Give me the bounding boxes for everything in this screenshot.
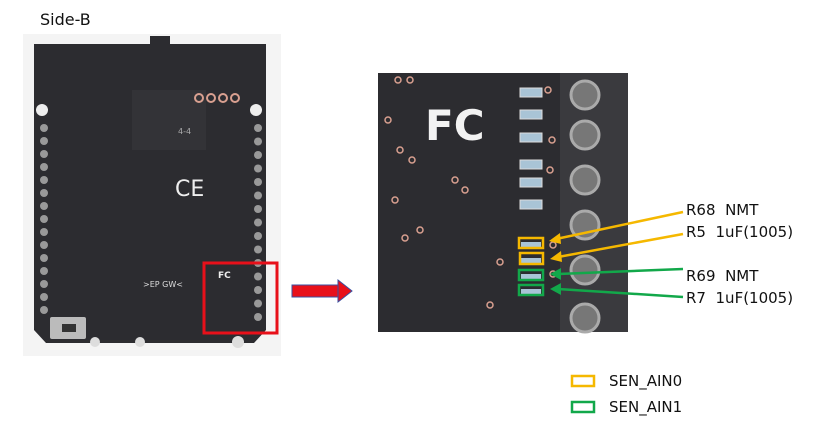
header-pin bbox=[254, 313, 262, 321]
header-pin bbox=[254, 286, 262, 294]
header-pin bbox=[569, 164, 601, 196]
smd-component bbox=[519, 87, 543, 98]
header-pin bbox=[254, 245, 262, 254]
header-pin bbox=[40, 267, 48, 275]
header-pin bbox=[40, 150, 48, 158]
header-pin bbox=[40, 163, 48, 171]
header-pin bbox=[40, 189, 48, 197]
header-pin bbox=[40, 215, 48, 223]
zoomed-photo: FC bbox=[378, 73, 628, 334]
header-pin bbox=[254, 272, 262, 281]
smd-component bbox=[519, 177, 543, 188]
smd-component bbox=[519, 109, 543, 120]
side-title: Side-B bbox=[40, 10, 91, 29]
header-pin bbox=[40, 176, 48, 184]
header-pin bbox=[40, 228, 48, 236]
pad bbox=[218, 93, 228, 103]
header-pin bbox=[254, 164, 262, 173]
via bbox=[384, 116, 392, 124]
via bbox=[486, 301, 494, 309]
logo-marking: >EP GW< bbox=[143, 280, 183, 289]
header-pin bbox=[40, 202, 48, 210]
board-photo: 4-4 CE >EP GW< FC bbox=[23, 34, 281, 356]
smd-component bbox=[519, 159, 543, 170]
header-pin bbox=[569, 119, 601, 151]
callout-r68: R68 NMT bbox=[686, 201, 759, 219]
pad bbox=[230, 93, 240, 103]
via bbox=[546, 166, 554, 174]
header-pin bbox=[254, 137, 262, 146]
pad bbox=[194, 93, 204, 103]
via bbox=[451, 176, 459, 184]
rev-marking: 4-4 bbox=[178, 127, 191, 136]
smd-component bbox=[521, 274, 541, 281]
via bbox=[391, 196, 399, 204]
header-pin bbox=[40, 137, 48, 145]
callout-r69: R69 NMT bbox=[686, 267, 759, 285]
pad bbox=[206, 93, 216, 103]
legend-swatch-ain0 bbox=[570, 374, 596, 388]
header-pin bbox=[254, 218, 262, 227]
fcc-mark: FC bbox=[218, 271, 231, 281]
legend-label-ain1: SEN_AIN1 bbox=[609, 398, 683, 416]
header-pin bbox=[569, 79, 601, 111]
arrow-right-icon bbox=[291, 278, 353, 304]
header-pin bbox=[40, 241, 48, 249]
via bbox=[544, 86, 552, 94]
callout-r5: R5 1uF(1005) bbox=[686, 223, 794, 241]
legend-swatch-ain1 bbox=[570, 400, 596, 414]
header-pin bbox=[40, 280, 48, 288]
via bbox=[408, 156, 416, 164]
via bbox=[548, 136, 556, 144]
via bbox=[394, 76, 402, 84]
header-pin bbox=[40, 306, 48, 314]
via bbox=[496, 258, 504, 266]
header-pin bbox=[40, 254, 48, 262]
via bbox=[401, 234, 409, 242]
callout-r7: R7 1uF(1005) bbox=[686, 289, 794, 307]
header-pin bbox=[40, 293, 48, 301]
header-pin bbox=[40, 124, 48, 132]
header-pin bbox=[254, 151, 262, 159]
header-pin bbox=[254, 124, 262, 132]
smd-component bbox=[519, 199, 543, 210]
header-pin bbox=[254, 299, 262, 308]
via bbox=[406, 76, 414, 84]
header-pin bbox=[254, 178, 262, 186]
smd-component bbox=[521, 258, 541, 265]
smd-component bbox=[521, 242, 541, 249]
header-pin bbox=[254, 232, 262, 240]
legend-label-ain0: SEN_AIN0 bbox=[609, 372, 683, 390]
fcc-mark-zoomed: FC bbox=[425, 101, 485, 150]
ce-mark: CE bbox=[175, 177, 204, 202]
header-pin bbox=[254, 191, 262, 200]
smd-component bbox=[519, 132, 543, 143]
header-pin bbox=[569, 254, 601, 286]
via bbox=[416, 226, 424, 234]
via bbox=[396, 146, 404, 154]
via bbox=[461, 186, 469, 194]
smd-component bbox=[521, 289, 541, 296]
header-pin bbox=[254, 205, 262, 213]
highlight-rect bbox=[202, 261, 279, 335]
callout-arrows bbox=[549, 210, 684, 299]
header-pin bbox=[569, 302, 601, 334]
